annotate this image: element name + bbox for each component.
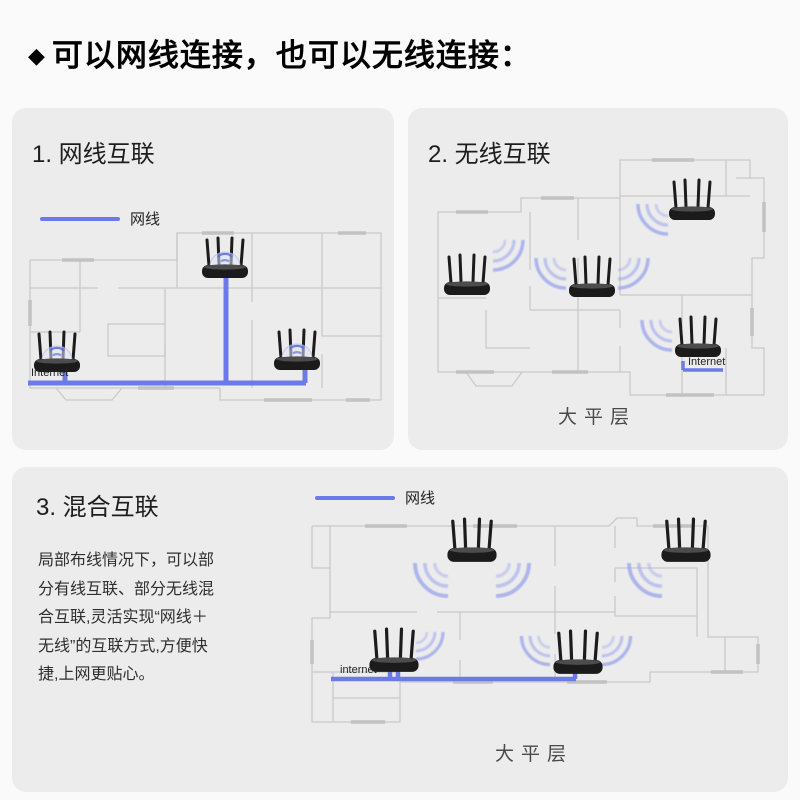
panel-wireless: 2. 无线互联	[408, 108, 788, 450]
floorplan-hybrid	[310, 517, 760, 724]
cable-legend-1: 网线	[40, 208, 160, 229]
floorplan-wireless	[437, 158, 766, 397]
floorplan-wired	[28, 231, 382, 402]
windows-group	[310, 524, 760, 724]
internet-cable-mark	[681, 361, 723, 372]
cable-legend-3: 网线	[315, 487, 435, 508]
wifi-waves-icon	[416, 632, 452, 668]
description-line: 局部布线情况下，可以部	[38, 552, 215, 569]
wifi-waves-icon	[496, 563, 540, 607]
router-icon	[668, 178, 716, 222]
description-line: 合互联,灵活实现“网线＋	[38, 609, 208, 626]
router-icon	[674, 315, 722, 359]
panel-wired: 1. 网线互联 网线	[12, 108, 394, 450]
windows-group	[28, 231, 370, 402]
wifi-waves-icon	[493, 240, 533, 280]
network-cable-lines	[331, 668, 578, 682]
network-cable-lines	[28, 276, 308, 386]
wifi-waves-icon	[512, 636, 550, 674]
cable-legend-label: 网线	[405, 490, 436, 507]
panel3-description: 局部布线情况下，可以部 分有线互联、部分无线混 合互联,灵活实现“网线＋ 无线”…	[38, 547, 214, 690]
cable-legend-line	[40, 216, 120, 221]
page-title: ◆可以网线连接，也可以无线连接：	[28, 30, 532, 75]
page-title-text: 可以网线连接，也可以无线连接：	[51, 38, 532, 73]
wifi-waves-icon	[618, 258, 658, 298]
internet-label: Internet	[688, 356, 726, 368]
wifi-waves-icon	[628, 204, 668, 244]
panel-hybrid: 3. 混合互联 局部布线情况下，可以部 分有线互联、部分无线混 合互联,灵活实现…	[12, 467, 788, 792]
router-icon	[552, 629, 604, 676]
wifi-waves-icon	[602, 636, 640, 674]
router-icon	[443, 253, 491, 297]
router-icon	[446, 517, 498, 564]
description-line: 捷,上网更贴心。	[38, 666, 155, 683]
wifi-waves-icon	[404, 563, 448, 607]
description-line: 分有线互联、部分无线混	[38, 580, 215, 598]
wifi-waves-icon	[526, 258, 566, 298]
floor-type-caption: 大平层	[558, 407, 637, 428]
floor-type-caption: 大平层	[495, 744, 574, 765]
router-icon	[201, 236, 249, 280]
wifi-waves-icon	[632, 320, 672, 360]
cable-legend-line	[315, 495, 395, 500]
router-icon	[273, 328, 321, 372]
wifi-waves-icon	[618, 563, 662, 607]
description-line: 无线”的互联方式,方便快	[38, 637, 208, 655]
internet-label: Internet	[31, 367, 69, 379]
panel1-title: 1. 网线互联	[32, 141, 155, 168]
router-icon	[368, 627, 420, 674]
panel2-title: 2. 无线互联	[428, 141, 551, 168]
internet-label: internet	[340, 664, 377, 676]
windows-group	[456, 158, 766, 397]
panel3-title: 3. 混合互联	[36, 494, 159, 521]
router-icon	[660, 517, 712, 564]
router-icon	[568, 255, 616, 299]
diamond-bullet-icon: ◆	[28, 43, 46, 68]
cable-legend-label: 网线	[130, 211, 161, 228]
router-icon	[33, 330, 81, 374]
